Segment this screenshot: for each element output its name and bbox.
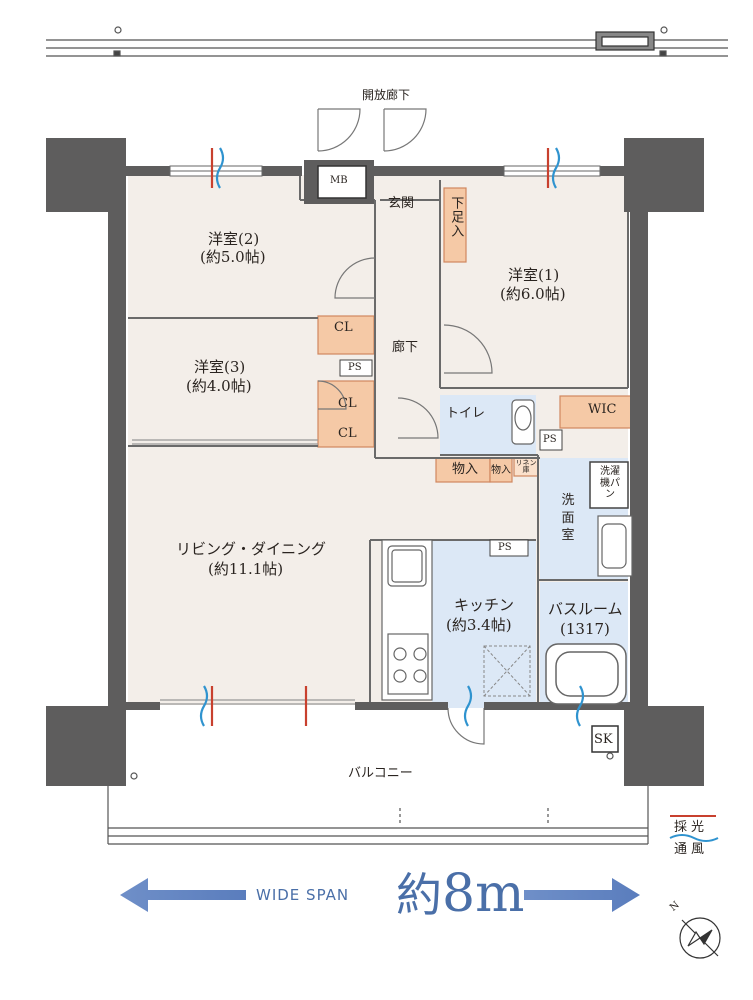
closet-label-w3b: CL: [338, 426, 357, 441]
linen-label: リネン庫: [515, 459, 537, 474]
storage-label-1: 物入: [452, 462, 479, 477]
balcony-outline: [107, 752, 649, 845]
bathroom-size: (1317): [560, 620, 610, 638]
legend-ventilation: 通風: [674, 842, 709, 857]
ps-label-2: PS: [543, 434, 557, 445]
span-approx: 約: [396, 868, 442, 922]
legend-daylight: 採光: [674, 820, 709, 835]
sk-label: SK: [594, 732, 613, 747]
shoe-box: [443, 187, 467, 263]
open-corridor-label: 開放廊下: [362, 88, 411, 102]
western-room-3-name: 洋室(3): [194, 358, 246, 376]
airflow-marks: [199, 147, 585, 727]
western-room-2-name: 洋室(2): [208, 230, 260, 248]
mb-label: MB: [330, 175, 348, 186]
storage-label-2: 物入: [491, 465, 511, 476]
sliding-doors: [132, 439, 355, 705]
ps-label-1: PS: [348, 362, 362, 373]
kitchen-name: キッチン: [454, 596, 515, 614]
span-value: 約8m: [396, 868, 524, 920]
toilet-fixture: [511, 399, 535, 445]
span-number: 8m: [442, 864, 525, 924]
wide-span-label: WIDE SPAN: [256, 886, 350, 904]
storage-fills: [317, 187, 637, 483]
bathroom-name: バスルーム: [548, 600, 623, 618]
living-dining-name: リビング・ダイニング: [176, 540, 327, 558]
compass-icon: [679, 917, 721, 959]
western-room-1-area: (約6.0帖): [500, 285, 566, 303]
balcony-label: バルコニー: [348, 766, 413, 781]
kitchen-counter: [381, 539, 433, 701]
western-room-3-area: (約4.0帖): [186, 377, 252, 395]
sk-box: [591, 725, 619, 753]
closet-label-w3a: CL: [338, 396, 357, 411]
door-swings: [317, 108, 493, 745]
ps-label-3: PS: [498, 542, 512, 553]
western-room-2-area: (約5.0帖): [200, 248, 266, 266]
closet-label-w2: CL: [334, 320, 353, 335]
bathtub: [545, 643, 627, 705]
kitchen-area: (約3.4帖): [446, 616, 512, 634]
closet-w3: [317, 380, 375, 448]
top-railing: [46, 26, 728, 57]
western-room-1-name: 洋室(1): [508, 266, 560, 284]
shoe-box-label: 下足入: [448, 196, 464, 238]
washbasin: [597, 515, 633, 577]
closet-w2: [317, 315, 375, 355]
entrance-label: 玄関: [388, 196, 415, 211]
span-arrow: [120, 878, 640, 912]
legend-marks: [669, 815, 719, 842]
hallway-label: 廊下: [392, 340, 419, 355]
washer-pan-label: 洗濯機パン: [600, 466, 620, 500]
windows: [169, 165, 601, 177]
fridge-area: [483, 645, 531, 697]
mb-box: [317, 165, 367, 199]
toilet-label: トイレ: [446, 406, 486, 421]
wic: [559, 395, 637, 429]
wic-label: WIC: [588, 402, 617, 417]
washroom-label: 洗面室: [561, 493, 575, 544]
washer-pan-box: [589, 461, 629, 509]
living-dining-area: (約11.1帖): [208, 560, 284, 578]
ps-boxes: [339, 359, 563, 557]
